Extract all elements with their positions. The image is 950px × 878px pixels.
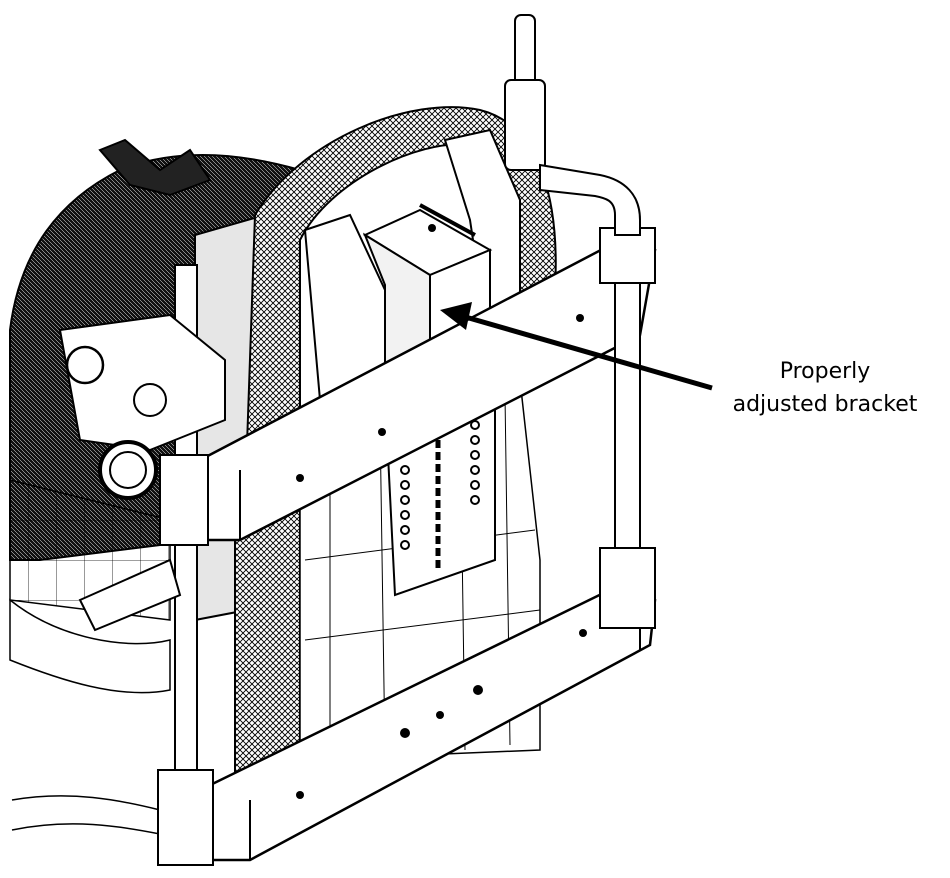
gauge-controller (58, 313, 226, 500)
callout-arrow (440, 302, 713, 391)
callout-line-1: Properly (779, 359, 871, 384)
callout-line-2: adjusted bracket (732, 392, 918, 417)
callout-label: Properly adjusted bracket (700, 355, 950, 421)
